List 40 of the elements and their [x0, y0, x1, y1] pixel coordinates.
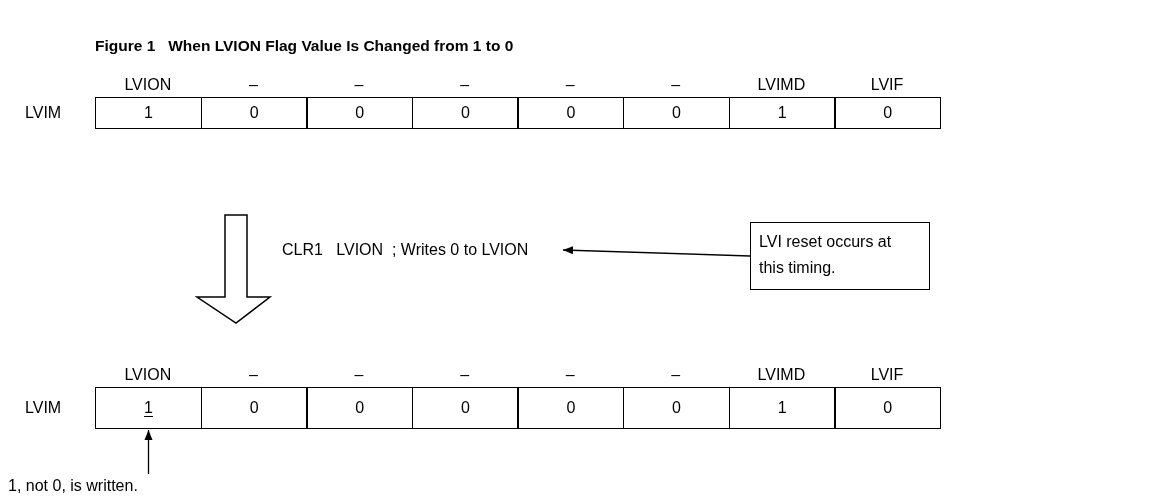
bit-name: LVIMD [756, 365, 807, 385]
bit-cell: 0 [834, 387, 942, 429]
bit-name: LVIF [869, 365, 905, 385]
bit-name: – [353, 75, 365, 95]
bit-name: – [247, 75, 259, 95]
bit-cell: 1 [95, 387, 203, 429]
bit-cell: 0 [517, 97, 625, 129]
bit-cell: 0 [517, 387, 625, 429]
register-name: LVIM [25, 103, 62, 123]
bit-name: – [564, 75, 576, 95]
bit-name: – [247, 365, 259, 385]
bit-name: – [459, 365, 471, 385]
bit-name: LVIF [869, 75, 905, 95]
callout-box: LVI reset occurs at this timing. [750, 222, 930, 290]
figure-title: Figure 1 When LVION Flag Value Is Changed from 1 to 0 [95, 36, 514, 56]
bit-name: – [459, 75, 471, 95]
bit-cell: 0 [623, 97, 731, 129]
bit-cell: 0 [306, 97, 414, 129]
bit-cell: 0 [411, 97, 519, 129]
bit-cell: 1 [728, 97, 836, 129]
bit-name: – [564, 365, 576, 385]
bit-name: – [670, 365, 682, 385]
bit-name: LVIMD [756, 75, 807, 95]
bit-name: – [670, 75, 682, 95]
arrow [562, 246, 751, 257]
note-text: 1, not 0, is written. [8, 476, 138, 496]
bit-cell: 1 [95, 97, 203, 129]
arrow [144, 429, 153, 475]
bit-name: LVION [123, 75, 173, 95]
bit-name: LVION [123, 365, 173, 385]
register-name: LVIM [25, 398, 62, 418]
bit-cell: 0 [411, 387, 519, 429]
bit-cell: 1 [728, 387, 836, 429]
bit-cell: 0 [306, 387, 414, 429]
instruction-text: CLR1 LVION ; Writes 0 to LVION [282, 240, 529, 260]
bit-name: – [353, 365, 365, 385]
bit-cell: 0 [623, 387, 731, 429]
bit-cell: 0 [200, 97, 308, 129]
bit-cell: 0 [834, 97, 942, 129]
bit-cell: 0 [200, 387, 308, 429]
